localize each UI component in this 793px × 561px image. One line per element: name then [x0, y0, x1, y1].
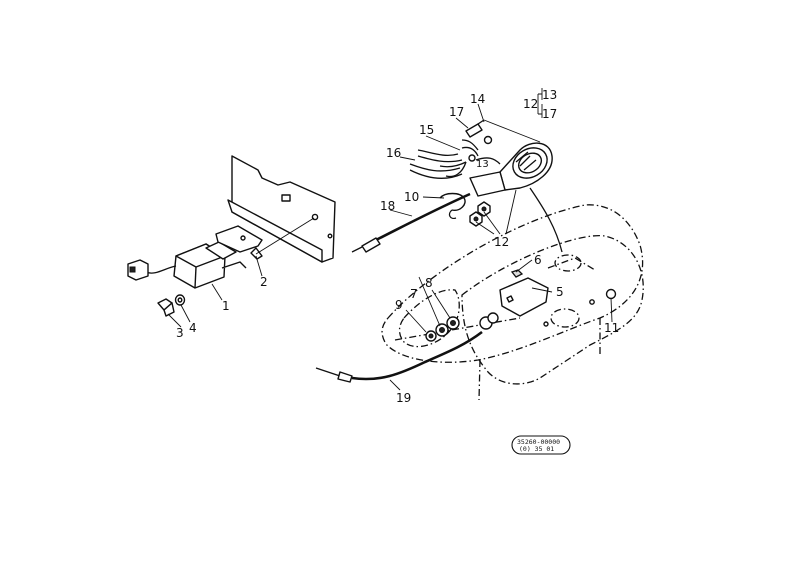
- callout-5: 5: [556, 285, 564, 299]
- group-note-child-13: 13: [542, 88, 557, 102]
- callout-8: 8: [425, 276, 433, 290]
- group-note-child-17: 17: [542, 107, 557, 121]
- circuit-plate: [499, 269, 549, 317]
- callout-7: 7: [410, 287, 418, 301]
- speedometer-cable: [351, 192, 471, 253]
- leader-lines: [167, 88, 613, 391]
- callout-6: 6: [534, 253, 542, 267]
- support-plate: [215, 225, 263, 260]
- reference-box: 35260-00000 (0) 35 01: [511, 435, 571, 455]
- inline-label-13: 13: [476, 159, 489, 170]
- callout-16: 16: [386, 146, 401, 160]
- gauge-connector-cable: [529, 187, 563, 253]
- nuts: [469, 201, 491, 227]
- tachometer-cable: [315, 330, 483, 383]
- relay-unit: [127, 241, 247, 289]
- screw-and-washer: [157, 294, 186, 317]
- callout-14: 14: [470, 92, 485, 106]
- callout-11: 11: [604, 321, 619, 335]
- callout-15: 15: [419, 123, 434, 137]
- callout-17: 17: [449, 105, 464, 119]
- wire-harness: [409, 149, 463, 180]
- callout-3: 3: [176, 326, 184, 340]
- gauge: [439, 135, 553, 197]
- callout-18: 18: [380, 199, 395, 213]
- callout-1: 1: [222, 299, 230, 313]
- callout-12: 12: [494, 235, 509, 249]
- reference-code: 35260-00000: [517, 438, 560, 446]
- reference-date: (0) 35 01: [519, 445, 554, 453]
- group-note: 12 13 17: [523, 88, 557, 121]
- callout-4: 4: [189, 321, 197, 335]
- mounting-bracket: [227, 155, 336, 263]
- callout-19: 19: [396, 391, 411, 405]
- callout-10: 10: [404, 190, 419, 204]
- callouts: 1 2 3 4 5 6 7 8 9 10 11 12 14 15 16 17 1…: [176, 92, 619, 405]
- group-note-parent: 12: [523, 97, 538, 111]
- callout-9: 9: [395, 298, 403, 312]
- callout-2: 2: [260, 275, 268, 289]
- bulb-sockets: [425, 288, 617, 342]
- small-bulb: [465, 119, 485, 138]
